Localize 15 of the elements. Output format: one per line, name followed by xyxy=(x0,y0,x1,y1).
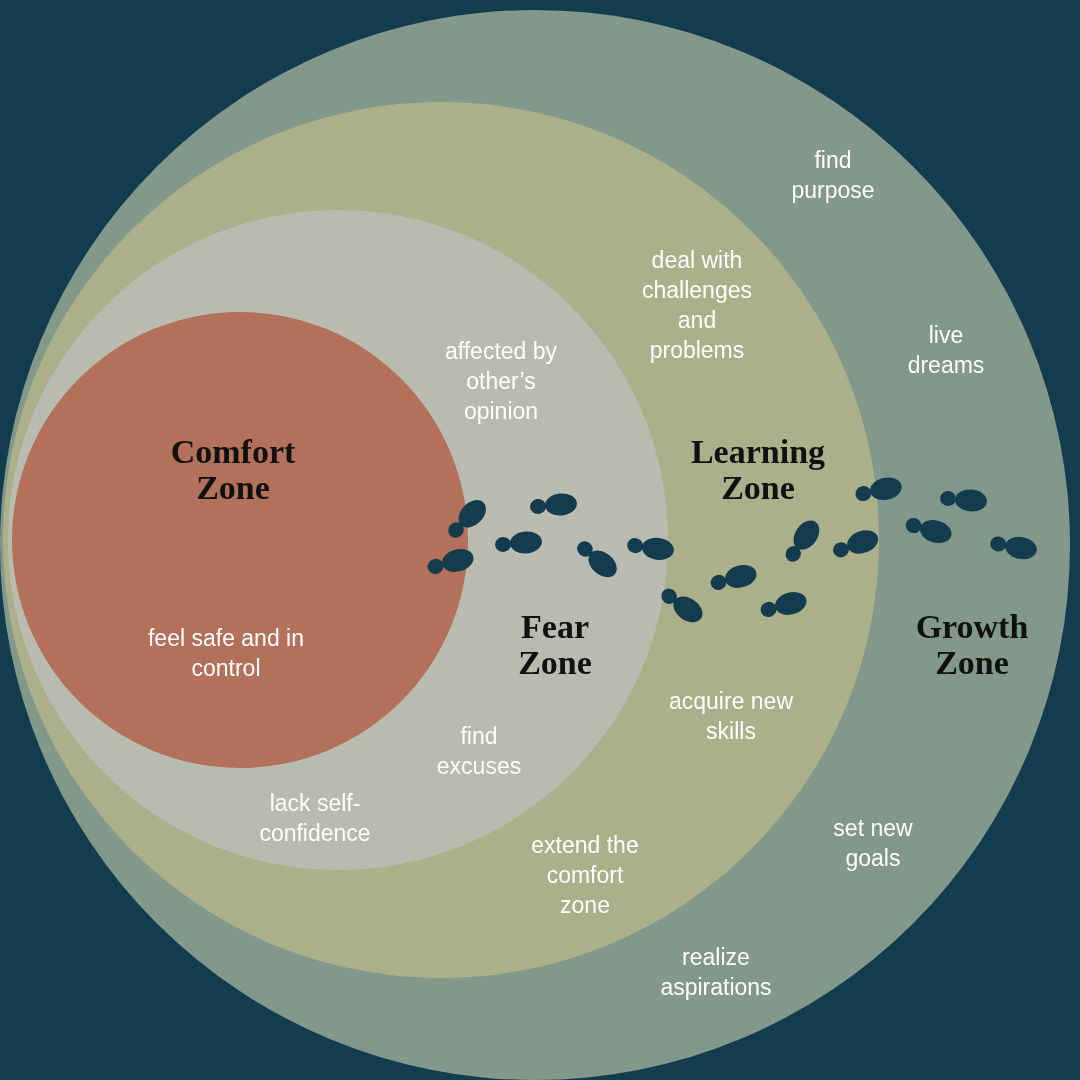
zone-label: feel safe and in control xyxy=(147,624,305,683)
zone-title: Learning Zone xyxy=(689,434,827,506)
zone-label: extend the comfort zone xyxy=(530,831,640,920)
zone-title: Fear Zone xyxy=(517,609,593,681)
zone-label: live dreams xyxy=(906,321,986,380)
zone-label: acquire new skills xyxy=(668,687,794,746)
zone-label: realize aspirations xyxy=(659,943,773,1002)
zone-title: Growth Zone xyxy=(914,609,1030,681)
zone-label: lack self-confidence xyxy=(258,789,372,848)
zone-label: set new goals xyxy=(832,814,914,873)
zone-title: Comfort Zone xyxy=(169,434,297,506)
zone-label: find excuses xyxy=(435,722,523,781)
zone-label: deal with challenges and problems xyxy=(641,246,753,365)
zone-label: affected by other’s opinion xyxy=(443,337,559,426)
zone-label: find purpose xyxy=(790,146,876,205)
